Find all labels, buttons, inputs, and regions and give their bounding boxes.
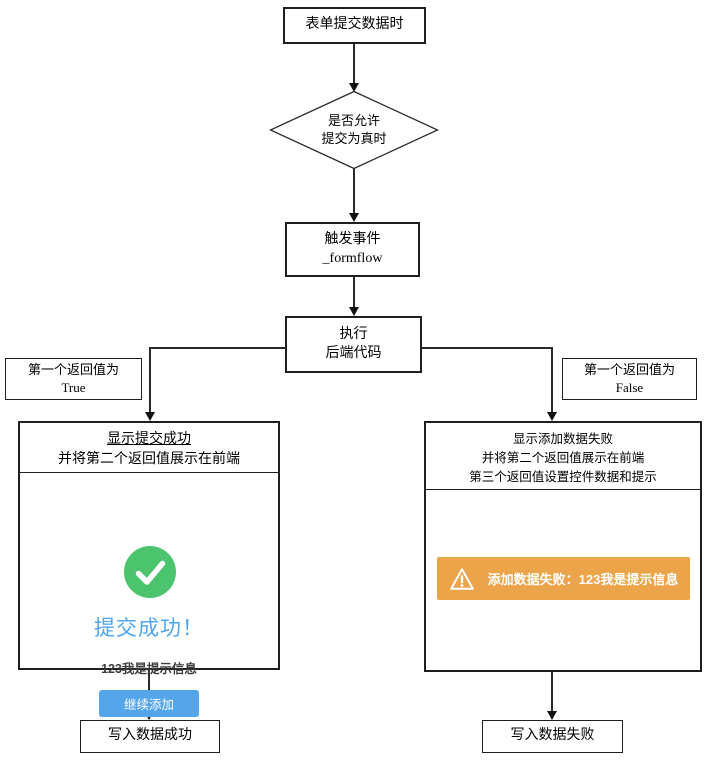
branch-label-true: 第一个返回值为 True — [5, 358, 142, 400]
node-end-failure: 写入数据失败 — [482, 720, 623, 753]
failure-header-line1: 显示添加数据失败 — [512, 432, 613, 446]
error-alert-bar: 添加数据失败：123我是提示信息 — [437, 557, 690, 600]
arrowhead-icon — [547, 412, 557, 421]
continue-add-button[interactable]: 继续添加 — [99, 690, 199, 717]
branch-false-line2: False — [615, 380, 644, 395]
node-trigger-event: 触发事件 _formflow — [285, 222, 420, 277]
node-decision-line1: 是否允许 — [327, 112, 380, 128]
warning-triangle-icon — [449, 567, 474, 590]
node-start: 表单提交数据时 — [283, 7, 426, 44]
failure-panel-header: 显示添加数据失败 并将第二个返回值展示在前端 第三个返回值设置控件数据和提示 — [426, 423, 700, 490]
check-circle-icon — [124, 546, 176, 598]
connector-branch-right-horizontal — [420, 347, 553, 349]
node-end-success: 写入数据成功 — [80, 720, 220, 753]
node-execute-line1: 执行 — [339, 326, 368, 342]
arrowhead-icon — [349, 83, 359, 92]
branch-label-false: 第一个返回值为 False — [562, 358, 697, 400]
node-decision: 是否允许 提交为真时 — [269, 90, 439, 170]
node-trigger-line2: _formflow — [322, 250, 383, 266]
node-decision-line2: 提交为真时 — [321, 131, 387, 146]
connector-branch-left-vertical — [149, 347, 151, 413]
success-preview-title: 提交成功！ — [94, 617, 204, 640]
error-alert-text: 添加数据失败：123我是提示信息 — [487, 572, 679, 587]
failure-header-line2: 并将第二个返回值展示在前端 — [481, 451, 645, 465]
connector-trigger-execute — [353, 277, 355, 308]
node-end-failure-label: 写入数据失败 — [510, 728, 595, 744]
failure-panel: 显示添加数据失败 并将第二个返回值展示在前端 第三个返回值设置控件数据和提示 添… — [424, 421, 702, 672]
success-panel: 显示提交成功 并将第二个返回值展示在前端 提交成功！ 123我是提示信息 继续添… — [18, 421, 280, 717]
success-header-line2: 并将第二个返回值展示在前端 — [58, 452, 240, 467]
node-execute-backend: 执行 后端代码 — [285, 316, 422, 373]
failure-header-line3: 第三个返回值设置控件数据和提示 — [469, 470, 657, 484]
arrowhead-icon — [349, 213, 359, 222]
success-header-line1: 显示提交成功 — [107, 432, 191, 447]
arrowhead-icon — [547, 711, 557, 720]
branch-true-line1: 第一个返回值为 — [27, 362, 119, 378]
success-panel-header: 显示提交成功 并将第二个返回值展示在前端 — [20, 423, 278, 473]
node-execute-line2: 后端代码 — [325, 345, 382, 361]
success-preview-area: 提交成功！ 123我是提示信息 继续添加 — [20, 473, 278, 718]
connector-failure-end — [551, 672, 553, 712]
connector-start-decision — [353, 43, 355, 84]
decision-diamond-shape — [269, 90, 439, 170]
branch-true-line2: True — [61, 380, 86, 395]
failure-preview-area: 添加数据失败：123我是提示信息 — [426, 490, 700, 737]
arrowhead-icon — [145, 412, 155, 421]
node-trigger-line1: 触发事件 — [324, 231, 381, 247]
node-end-success-label: 写入数据成功 — [108, 728, 192, 744]
connector-branch-left-horizontal — [149, 347, 285, 349]
arrowhead-icon — [349, 307, 359, 316]
node-start-label: 表单提交数据时 — [305, 17, 404, 33]
connector-decision-trigger — [353, 168, 355, 214]
connector-branch-right-vertical — [551, 347, 553, 413]
success-preview-message: 123我是提示信息 — [101, 662, 197, 676]
branch-false-line1: 第一个返回值为 — [583, 362, 675, 378]
